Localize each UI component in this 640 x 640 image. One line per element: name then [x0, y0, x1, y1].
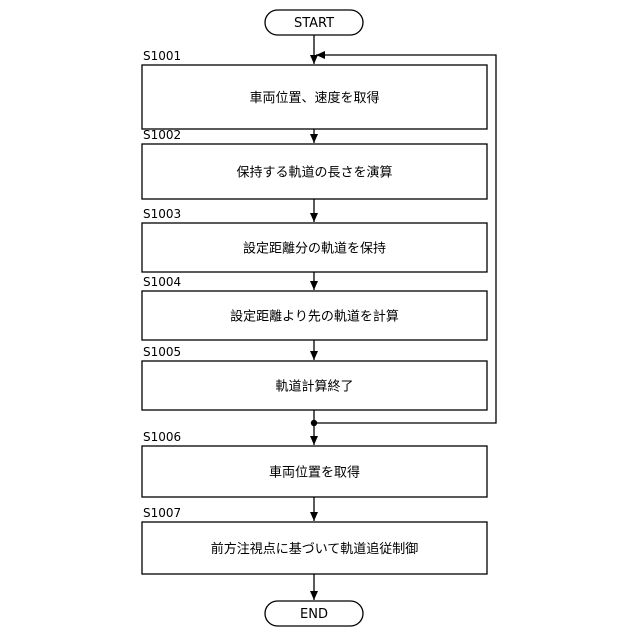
- end-label: END: [300, 607, 328, 622]
- step-label-s1005: S1005: [143, 345, 181, 359]
- process-text-s1007: 前方注視点に基づいて軌道追従制御: [211, 541, 419, 557]
- process-text-s1001: 車両位置、速度を取得: [249, 90, 379, 106]
- process-text-s1002: 保持する軌道の長さを演算: [236, 165, 392, 181]
- process-text-s1003: 設定距離分の軌道を保持: [243, 241, 386, 257]
- loop-junction-dot: [311, 420, 317, 426]
- step-label-s1004: S1004: [143, 275, 181, 289]
- start-label: START: [294, 16, 334, 31]
- process-text-s1004: 設定距離より先の軌道を計算: [230, 309, 399, 325]
- step-label-s1001: S1001: [143, 49, 181, 63]
- step-label-s1003: S1003: [143, 207, 181, 221]
- process-text-s1005: 軌道計算終了: [275, 379, 353, 395]
- step-label-s1002: S1002: [143, 128, 181, 142]
- step-label-s1007: S1007: [143, 506, 181, 520]
- process-text-s1006: 車両位置を取得: [269, 465, 360, 481]
- step-label-s1006: S1006: [143, 430, 181, 444]
